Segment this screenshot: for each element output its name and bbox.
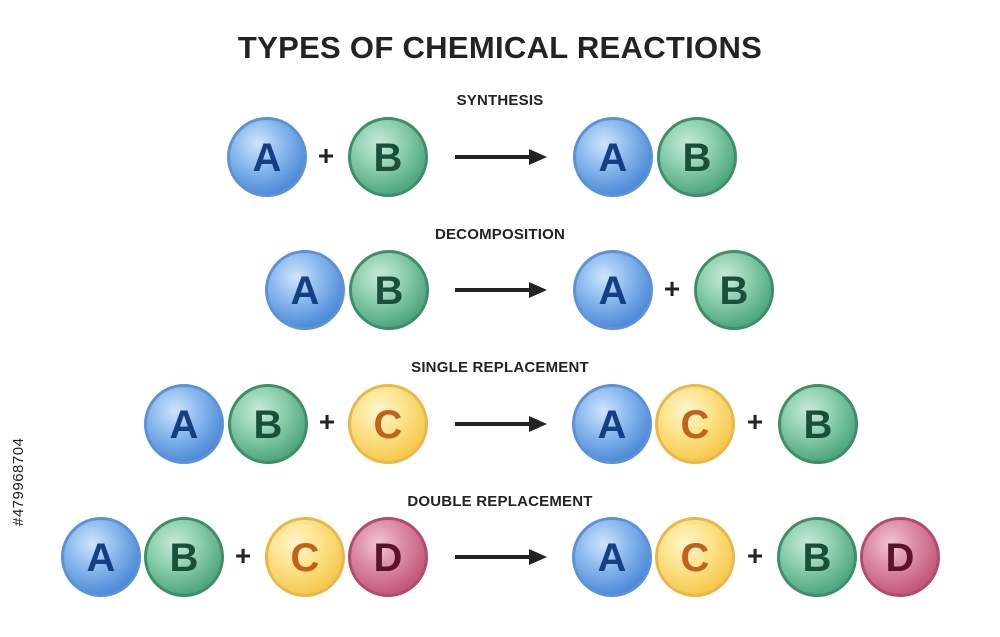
atom-c: C <box>655 384 735 464</box>
atom-b: B <box>349 250 429 330</box>
atom-a: A <box>227 117 307 197</box>
atom-a: A <box>573 117 653 197</box>
section-label-synthesis: SYNTHESIS <box>456 92 544 109</box>
atom-b: B <box>777 517 857 597</box>
plus-icon: + <box>746 406 764 437</box>
right-arrow-icon <box>455 282 547 298</box>
atom-d: D <box>348 517 428 597</box>
atom-b: B <box>144 517 224 597</box>
atom-b: B <box>348 117 428 197</box>
atom-b: B <box>657 117 737 197</box>
page-title: TYPES OF CHEMICAL REACTIONS <box>237 30 763 65</box>
section-label-single-replacement: SINGLE REPLACEMENT <box>411 359 589 376</box>
right-arrow-icon <box>455 149 547 165</box>
plus-icon: + <box>663 273 681 304</box>
atom-c: C <box>348 384 428 464</box>
atom-b: B <box>694 250 774 330</box>
atom-d: D <box>860 517 940 597</box>
right-arrow-icon <box>455 416 547 432</box>
atom-a: A <box>61 517 141 597</box>
atom-c: C <box>655 517 735 597</box>
atom-a: A <box>572 384 652 464</box>
plus-icon: + <box>317 140 335 171</box>
plus-icon: + <box>234 540 252 571</box>
atom-c: C <box>265 517 345 597</box>
atom-b: B <box>778 384 858 464</box>
atom-b: B <box>228 384 308 464</box>
atom-a: A <box>144 384 224 464</box>
right-arrow-icon <box>455 549 547 565</box>
plus-icon: + <box>746 540 764 571</box>
stock-id-watermark: #479968704 <box>10 437 27 526</box>
plus-icon: + <box>318 406 336 437</box>
section-label-double-replacement: DOUBLE REPLACEMENT <box>407 493 593 510</box>
atom-a: A <box>265 250 345 330</box>
atom-a: A <box>573 250 653 330</box>
section-label-decomposition: DECOMPOSITION <box>434 226 566 243</box>
atom-a: A <box>572 517 652 597</box>
